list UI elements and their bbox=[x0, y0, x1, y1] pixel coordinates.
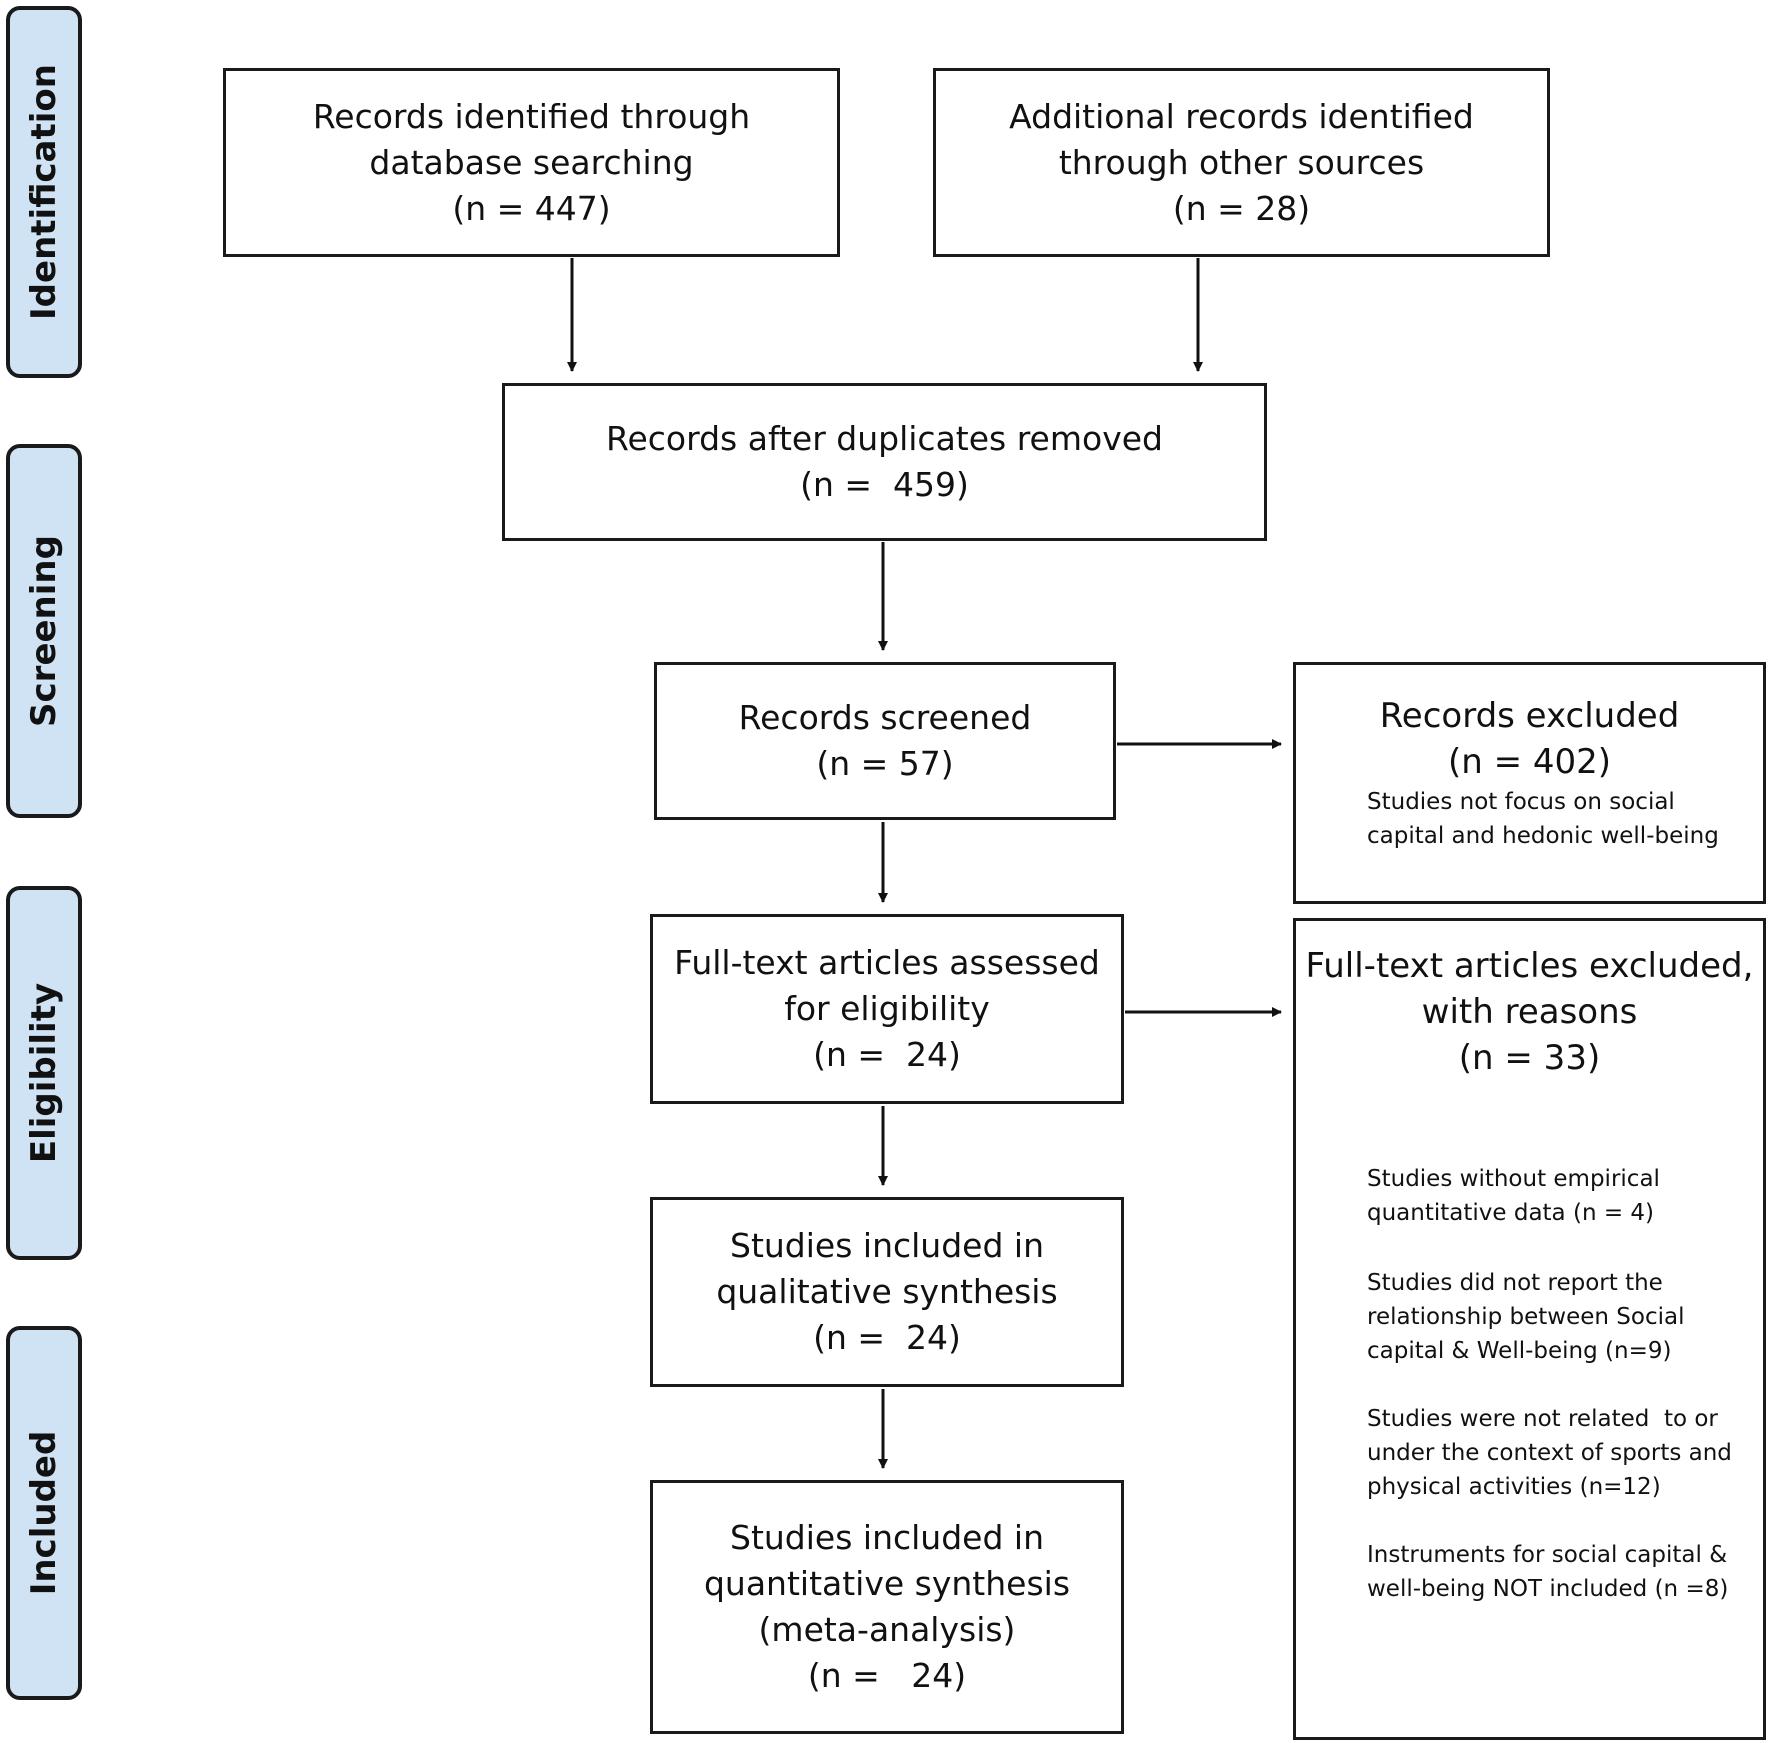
box-records-screened: Records screened (n = 57) bbox=[654, 662, 1116, 820]
box-after-duplicates-count: (n = 459) bbox=[800, 465, 969, 504]
records-excluded-note-line1: Studies not focus on social bbox=[1367, 789, 1675, 815]
box-qualitative-synthesis-count: (n = 24) bbox=[813, 1318, 961, 1357]
exclusion-reason-line: capital & Well-being (n=9) bbox=[1367, 1338, 1672, 1364]
exclusion-reason-line: Studies without empirical bbox=[1367, 1166, 1660, 1192]
box-database-search: Records identified through database sear… bbox=[223, 68, 840, 257]
box-fulltext-excluded-line2: with reasons bbox=[1421, 992, 1638, 1032]
box-other-sources-line1: Additional records identified bbox=[1009, 96, 1474, 136]
records-excluded-note: Studies not focus on social capital and … bbox=[1367, 785, 1719, 853]
box-qualitative-synthesis-line1: Studies included in bbox=[730, 1226, 1044, 1265]
box-records-excluded-line1: Records excluded bbox=[1379, 696, 1680, 736]
phase-identification: Identification bbox=[6, 6, 82, 378]
box-fulltext-excluded-line1: Full-text articles excluded, bbox=[1305, 946, 1754, 986]
box-quantitative-synthesis-line2: quantitative synthesis bbox=[703, 1564, 1071, 1603]
box-after-duplicates: Records after duplicates removed (n = 45… bbox=[502, 383, 1267, 541]
box-other-sources-line2: through other sources bbox=[1058, 142, 1425, 182]
box-fulltext-assessed: Full-text articles assessed for eligibil… bbox=[650, 914, 1124, 1104]
exclusion-reason-line: quantitative data (n = 4) bbox=[1367, 1200, 1655, 1226]
box-other-sources-count: (n = 28) bbox=[1172, 188, 1311, 228]
box-qualitative-synthesis: Studies included in qualitative synthesi… bbox=[650, 1197, 1124, 1387]
box-records-screened-count: (n = 57) bbox=[816, 744, 954, 783]
phase-included: Included bbox=[6, 1326, 82, 1700]
records-excluded-note-line2: capital and hedonic well-being bbox=[1367, 823, 1719, 849]
exclusion-reason-line: Studies did not report the bbox=[1367, 1270, 1663, 1296]
phase-eligibility: Eligibility bbox=[6, 886, 82, 1260]
exclusion-reason-line: Studies were not related to or bbox=[1367, 1406, 1718, 1432]
box-quantitative-synthesis: Studies included in quantitative synthes… bbox=[650, 1480, 1124, 1734]
box-fulltext-excluded: Full-text articles excluded, with reason… bbox=[1293, 918, 1766, 1740]
box-records-screened-line1: Records screened bbox=[738, 698, 1032, 737]
exclusion-reason-line: physical activities (n=12) bbox=[1367, 1474, 1661, 1500]
exclusion-reason-4: Instruments for social capital & well-be… bbox=[1367, 1538, 1728, 1606]
box-after-duplicates-line1: Records after duplicates removed bbox=[606, 419, 1163, 458]
exclusion-reason-2: Studies did not report the relationship … bbox=[1367, 1266, 1684, 1368]
box-fulltext-assessed-line2: for eligibility bbox=[784, 989, 990, 1028]
box-fulltext-excluded-count: (n = 33) bbox=[1458, 1038, 1601, 1078]
box-quantitative-synthesis-line3: (meta-analysis) bbox=[758, 1610, 1016, 1649]
exclusion-reason-line: well-being NOT included (n =8) bbox=[1367, 1576, 1729, 1602]
box-database-search-line2: database searching bbox=[369, 142, 694, 182]
box-qualitative-synthesis-line2: qualitative synthesis bbox=[716, 1272, 1058, 1311]
exclusion-reason-1: Studies without empirical quantitative d… bbox=[1367, 1162, 1660, 1230]
box-records-excluded: Records excluded (n = 402) bbox=[1293, 662, 1766, 904]
exclusion-reason-line: under the context of sports and bbox=[1367, 1440, 1732, 1466]
exclusion-reason-line: Instruments for social capital & bbox=[1367, 1542, 1728, 1568]
box-records-excluded-count: (n = 402) bbox=[1447, 742, 1612, 782]
box-fulltext-assessed-count: (n = 24) bbox=[813, 1035, 961, 1074]
box-quantitative-synthesis-count: (n = 24) bbox=[807, 1656, 967, 1695]
phase-screening: Screening bbox=[6, 444, 82, 818]
box-database-search-line1: Records identified through bbox=[312, 96, 751, 136]
box-other-sources: Additional records identified through ot… bbox=[933, 68, 1550, 257]
exclusion-reason-3: Studies were not related to or under the… bbox=[1367, 1402, 1732, 1504]
box-database-search-count: (n = 447) bbox=[452, 188, 611, 228]
box-fulltext-assessed-line1: Full-text articles assessed bbox=[674, 943, 1100, 982]
exclusion-reason-line: relationship between Social bbox=[1367, 1304, 1685, 1330]
box-quantitative-synthesis-line1: Studies included in bbox=[730, 1518, 1044, 1557]
